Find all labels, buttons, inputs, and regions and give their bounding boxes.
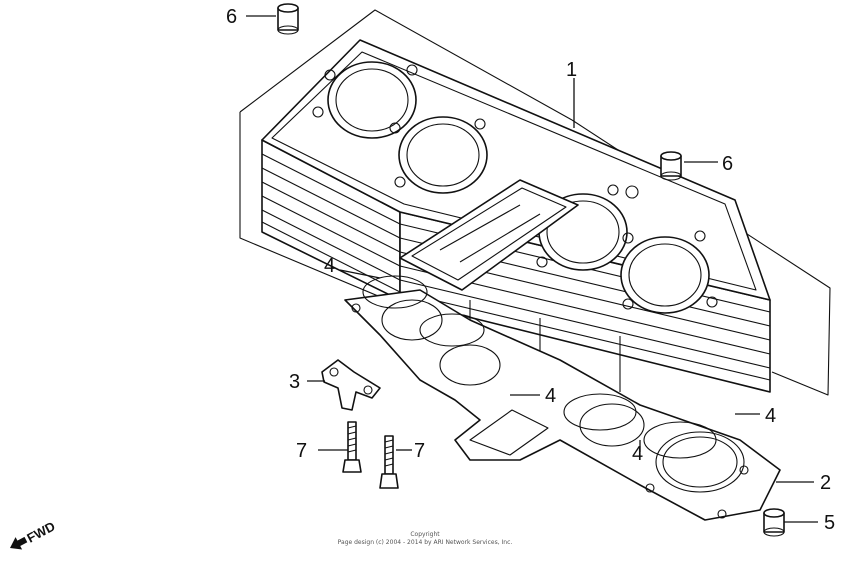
leader-lines — [246, 15, 818, 523]
callout-1: 1 — [566, 59, 577, 81]
callout-6a: 6 — [226, 6, 237, 28]
callout-4a: 4 — [324, 255, 335, 277]
bore-2 — [398, 116, 488, 194]
dowel-pin-right — [660, 151, 682, 181]
copyright-line-2: Page design (c) 2004 - 2014 by ARI Netwo… — [338, 539, 513, 546]
callout-4d: 4 — [632, 443, 643, 465]
fwd-direction-marker: FWD — [10, 519, 58, 550]
cam-chain-tunnel — [399, 179, 639, 291]
copyright-notice: Copyright Page design (c) 2004 - 2014 by… — [338, 531, 513, 546]
bolt-left — [342, 421, 362, 473]
cylinder-block — [261, 39, 771, 393]
bracket — [321, 359, 381, 411]
callout-4c: 4 — [765, 405, 776, 427]
callout-4b: 4 — [545, 385, 556, 407]
bolt-right — [379, 435, 399, 489]
dowel-pin-top — [277, 3, 299, 35]
callout-7b: 7 — [414, 440, 425, 462]
bore-4 — [620, 236, 710, 314]
bore-1 — [327, 61, 417, 139]
callout-2: 2 — [820, 472, 831, 494]
o-rings — [362, 275, 717, 459]
fwd-label: FWD — [24, 519, 57, 546]
callout-6b: 6 — [722, 153, 733, 175]
dowel-pin-bottom — [763, 508, 785, 537]
copyright-line-1: Copyright — [410, 531, 440, 538]
callout-7a: 7 — [296, 440, 307, 462]
callout-5: 5 — [824, 512, 835, 534]
arrow-left-icon — [10, 536, 28, 550]
cylinder-bores — [327, 61, 710, 314]
callout-3: 3 — [289, 371, 300, 393]
base-gasket — [344, 289, 781, 521]
callout-numbers: 1 2 3 4 4 4 4 5 6 6 7 7 — [226, 6, 835, 534]
